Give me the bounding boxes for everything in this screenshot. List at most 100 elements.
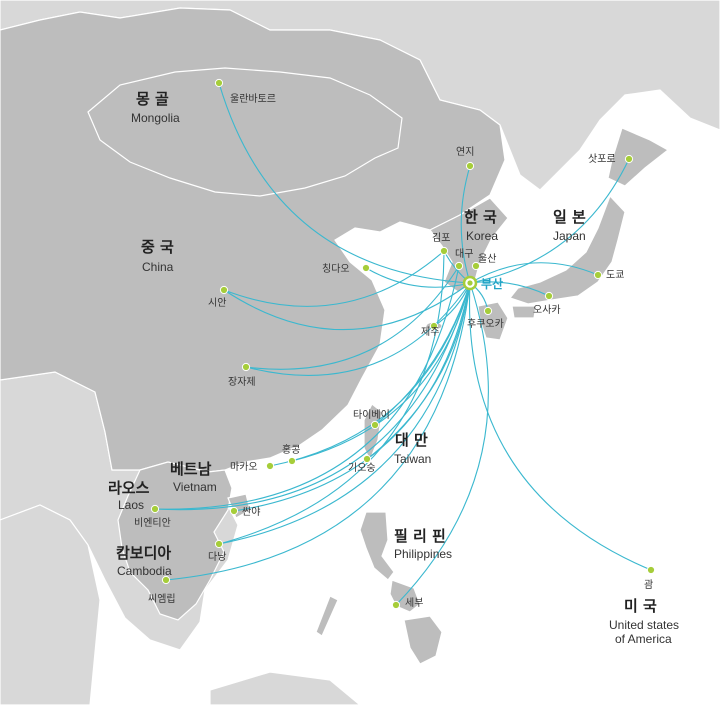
country-label-laos-en: Laos	[118, 498, 144, 512]
hub-label-busan: 부산	[481, 276, 503, 291]
city-dot-tokyo	[593, 270, 603, 280]
route-line-danang	[218, 282, 471, 545]
route-line-sapporo	[469, 158, 630, 284]
land-philippines-palawan	[315, 595, 339, 637]
city-label-tokyo: 도쿄	[606, 270, 624, 281]
route-line-qingdao	[365, 267, 471, 288]
city-dots	[150, 78, 656, 610]
city-label-xian: 시안	[208, 297, 226, 309]
land-philippines-luzon	[359, 511, 395, 581]
city-label-hongkong: 홍콩	[282, 443, 300, 456]
city-dot-osaka	[544, 291, 554, 301]
country-label-usa-en-1: United states	[609, 618, 679, 632]
land-mongolia	[87, 67, 403, 197]
city-label-vientiane: 비엔티안	[134, 517, 171, 529]
city-dot-taipei	[370, 420, 380, 430]
route-line-yanji	[460, 165, 471, 284]
city-dot-hongkong	[287, 456, 297, 466]
city-dot-sapporo	[624, 154, 634, 164]
city-label-yanji: 연지	[456, 146, 474, 158]
route-line-tokyo	[469, 262, 599, 284]
land-indonesia	[209, 671, 361, 705]
city-label-sanya: 싼야	[242, 506, 260, 518]
country-label-mongolia-ko: 몽 골	[136, 90, 169, 108]
city-label-jeju: 제주	[421, 326, 439, 338]
land-indochina	[117, 461, 233, 621]
route-line-danang	[218, 250, 445, 545]
city-label-siemreap: 씨엠립	[148, 592, 176, 605]
country-label-taiwan-ko: 대 만	[395, 431, 428, 449]
city-label-guam: 괌	[644, 579, 653, 591]
country-label-korea-ko: 한 국	[464, 208, 497, 226]
city-label-kaohsiung: 기오숭	[348, 462, 376, 474]
city-dot-xian	[219, 285, 229, 295]
route-line-cebu	[395, 282, 489, 606]
city-dot-ulaanbaatar	[214, 78, 224, 88]
city-label-ulsan: 울산	[478, 253, 496, 265]
route-lines	[154, 82, 652, 606]
route-line-xian	[223, 250, 445, 307]
country-label-cambodia-en: Cambodia	[117, 564, 172, 578]
city-dot-macau	[265, 461, 275, 471]
city-label-cebu: 세부	[405, 597, 423, 609]
land-japan-hokkaido	[607, 127, 670, 187]
country-label-cambodia-ko: 캄보디아	[116, 544, 171, 562]
city-dot-yanji	[465, 161, 475, 171]
land-philippines-mindanao	[403, 615, 443, 665]
route-line-vientiane	[154, 282, 471, 511]
route-line-xian	[223, 282, 471, 331]
land-south-asia	[0, 504, 101, 705]
country-label-korea-en: Korea	[466, 229, 498, 243]
city-label-qingdao: 칭다오	[322, 263, 350, 275]
city-label-daegu: 대구	[455, 248, 473, 260]
city-dot-ulsan	[471, 261, 481, 271]
city-label-osaka: 오사카	[533, 304, 561, 316]
land-korea	[429, 197, 509, 293]
route-line-sanya	[233, 282, 471, 512]
city-label-ulaanbaatar: 울란바토르	[230, 93, 276, 105]
city-dot-zhangjiajie	[241, 362, 251, 372]
city-dot-jeju	[429, 321, 439, 331]
city-dot-sanya	[229, 506, 239, 516]
route-line-zhangjiajie	[245, 265, 460, 370]
country-label-china-ko: 중 국	[141, 238, 174, 256]
country-label-japan-en: Japan	[553, 229, 586, 243]
country-label-japan-ko: 일 본	[553, 208, 586, 226]
land-japan-shikoku	[511, 305, 537, 319]
country-label-vietnam-ko: 베트남	[170, 460, 212, 478]
city-dot-kaohsiung	[362, 454, 372, 464]
country-label-usa-en-2: of America	[615, 632, 672, 646]
city-dot-qingdao	[361, 263, 371, 273]
city-dot-cebu	[391, 600, 401, 610]
city-dot-fukuoka	[483, 306, 493, 316]
city-label-gimpo: 김포	[432, 232, 450, 244]
city-dot-gimpo	[439, 246, 449, 256]
route-line-macau	[269, 282, 471, 467]
city-dot-guam	[646, 565, 656, 575]
route-line-siemreap	[165, 282, 471, 581]
city-dot-danang	[214, 539, 224, 549]
country-label-laos-ko: 라오스	[108, 479, 150, 497]
busan-hub-dot	[467, 280, 473, 286]
city-dot-siemreap	[161, 575, 171, 585]
city-dot-daegu	[454, 261, 464, 271]
route-line-vientiane	[154, 265, 460, 510]
city-label-danang: 다낭	[208, 551, 226, 563]
route-line-guam	[468, 282, 652, 571]
city-label-taipei: 타이베이	[353, 409, 390, 421]
city-label-fukuoka: 후쿠오카	[467, 318, 504, 330]
city-dot-vientiane	[150, 504, 160, 514]
route-line-ulaanbaatar	[218, 82, 471, 284]
country-label-vietnam-en: Vietnam	[173, 480, 217, 494]
city-label-macau: 마카오	[230, 461, 258, 473]
country-label-china-en: China	[142, 260, 174, 274]
city-label-zhangjiajie: 장자제	[228, 376, 256, 388]
route-line-osaka	[469, 281, 550, 297]
country-label-taiwan-en: Taiwan	[394, 452, 431, 466]
country-label-usa-ko: 미 국	[624, 597, 657, 615]
country-label-philippines-en: Philippines	[394, 547, 452, 561]
country-label-philippines-ko: 필 리 핀	[394, 527, 446, 545]
